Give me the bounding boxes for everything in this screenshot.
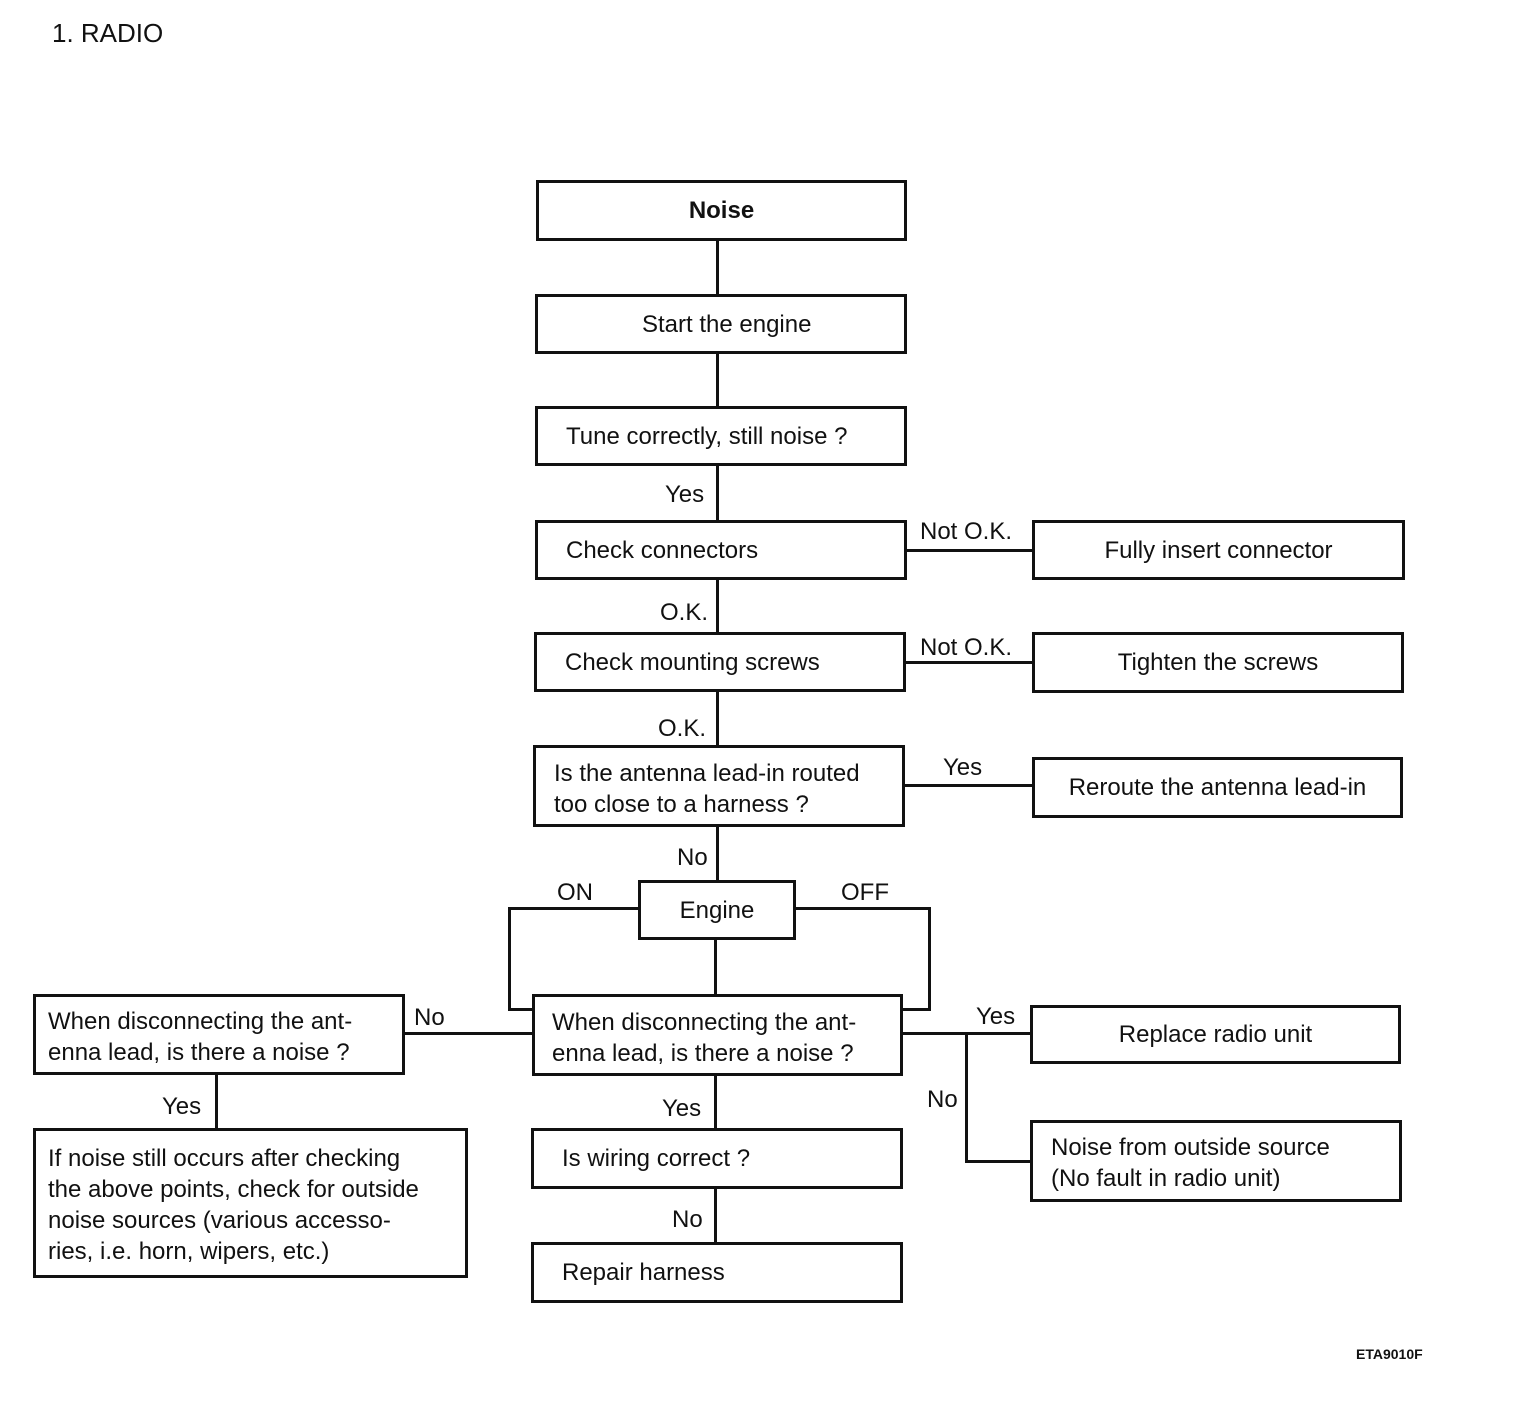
node-disconnect-left: When disconnecting the ant- enna lead, i… <box>33 994 405 1075</box>
node-antenna-routed-text: Is the antenna lead-in routed too close … <box>554 760 860 818</box>
connector-engine-off-v <box>928 907 931 1011</box>
label-no-right: No <box>927 1086 958 1113</box>
connector-screws-tighten <box>903 661 1034 664</box>
connector-noise-start <box>716 239 719 296</box>
connector-engine-disconnect <box>714 938 717 996</box>
label-ok-screws: O.K. <box>658 715 707 742</box>
figure-code: ETA9010F <box>1356 1346 1423 1362</box>
node-reroute-text: Reroute the antenna lead-in <box>1068 774 1367 801</box>
connector-tune-connectors <box>716 464 719 522</box>
node-check-connectors: Check connectors <box>535 520 907 580</box>
node-disconnect-center: When disconnecting the ant- enna lead, i… <box>532 994 903 1076</box>
label-notok-connectors: Not O.K. <box>920 518 1013 545</box>
node-tune: Tune correctly, still noise ? <box>535 406 907 466</box>
node-replace-radio: Replace radio unit <box>1030 1005 1401 1064</box>
node-repair: Repair harness <box>531 1242 903 1303</box>
node-wiring: Is wiring correct ? <box>531 1128 903 1189</box>
connector-engine-on-v <box>508 907 511 1011</box>
label-no-wiring: No <box>672 1206 703 1233</box>
node-outside-check-text: If noise still occurs after checking the… <box>48 1145 419 1265</box>
label-yes-center: Yes <box>662 1095 702 1122</box>
label-yes-left: Yes <box>162 1093 202 1120</box>
label-no-antenna: No <box>677 844 708 871</box>
label-yes-right: Yes <box>976 1003 1016 1030</box>
connector-wiring-repair <box>714 1186 717 1244</box>
connector-disconnect-left <box>402 1032 534 1035</box>
node-tighten: Tighten the screws <box>1032 632 1404 693</box>
node-reroute: Reroute the antenna lead-in <box>1032 757 1403 818</box>
node-disconnect-left-text: When disconnecting the ant- enna lead, i… <box>48 1008 353 1066</box>
node-outside-check: If noise still occurs after checking the… <box>33 1128 468 1278</box>
label-engine-on: ON <box>557 879 593 906</box>
connector-disconnect-outside-h <box>965 1160 1034 1163</box>
node-fully-insert-text: Fully insert connector <box>1104 536 1333 564</box>
node-wiring-text: Is wiring correct ? <box>562 1145 751 1172</box>
node-start-engine: Start the engine <box>535 294 907 354</box>
node-engine: Engine <box>638 880 796 940</box>
connector-engine-on-join <box>508 1008 534 1011</box>
connector-disconnect-outside-v <box>965 1032 968 1163</box>
connector-screws-antenna <box>716 690 719 747</box>
connector-antenna-reroute <box>902 784 1034 787</box>
node-noise-text: Noise <box>688 197 755 224</box>
node-tighten-text: Tighten the screws <box>1117 649 1319 676</box>
label-notok-screws: Not O.K. <box>920 634 1013 661</box>
node-check-screws-text: Check mounting screws <box>565 648 820 676</box>
node-start-engine-text: Start the engine <box>642 310 812 338</box>
connector-antenna-engine <box>716 825 719 882</box>
node-repair-text: Repair harness <box>562 1259 725 1286</box>
connector-connectors-screws <box>716 578 719 634</box>
node-check-screws: Check mounting screws <box>534 632 906 692</box>
label-no-left: No <box>414 1004 445 1031</box>
connector-start-tune <box>716 352 719 408</box>
node-replace-radio-text: Replace radio unit <box>1118 1021 1313 1048</box>
label-engine-off: OFF <box>841 879 889 906</box>
connector-disconnect-wiring <box>714 1074 717 1130</box>
node-engine-text: Engine <box>679 896 755 924</box>
label-yes-tune: Yes <box>665 481 705 508</box>
node-tune-text: Tune correctly, still noise ? <box>566 422 848 450</box>
connector-engine-off-join <box>902 1008 931 1011</box>
node-outside-source: Noise from outside source (No fault in r… <box>1030 1120 1402 1202</box>
connector-connectors-insert <box>904 549 1034 552</box>
connector-engine-on-h <box>508 907 640 910</box>
node-noise: Noise <box>536 180 907 241</box>
node-disconnect-center-text: When disconnecting the ant- enna lead, i… <box>552 1009 857 1067</box>
connector-engine-off-h <box>794 907 931 910</box>
node-fully-insert: Fully insert connector <box>1032 520 1405 580</box>
node-antenna-routed: Is the antenna lead-in routed too close … <box>533 745 905 827</box>
label-yes-antenna: Yes <box>943 754 983 781</box>
page-title: 1. RADIO <box>52 18 164 48</box>
node-outside-source-text: Noise from outside source (No fault in r… <box>1051 1134 1330 1192</box>
connector-left-outside <box>215 1073 218 1130</box>
label-ok-connectors: O.K. <box>660 599 709 626</box>
node-check-connectors-text: Check connectors <box>566 536 759 564</box>
